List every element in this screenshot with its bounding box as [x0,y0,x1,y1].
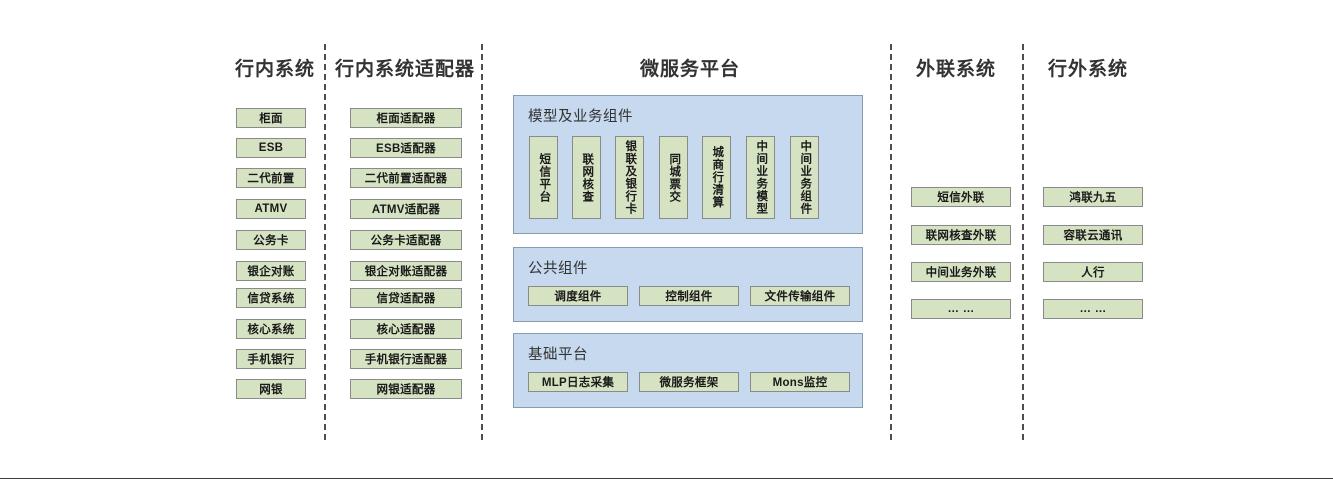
node-adapter-1[interactable]: ESB适配器 [350,138,462,158]
node-in-bank-8[interactable]: 手机银行 [236,349,306,369]
node-external-3[interactable]: … … [911,299,1011,319]
panel-title-public-components: 公共组件 [528,261,588,277]
node-public-0[interactable]: 调度组件 [528,286,628,306]
node-in-bank-7[interactable]: 核心系统 [236,319,306,339]
node-adapter-5[interactable]: 银企对账适配器 [350,261,462,281]
node-model-4[interactable]: 城商行清算 [702,136,731,219]
node-base-2[interactable]: Mons监控 [750,372,850,392]
node-in-bank-6[interactable]: 信贷系统 [236,288,306,308]
column-title-in-bank-systems: 行内系统 [234,59,315,80]
column-title-external-link-systems: 外联系统 [915,59,996,80]
node-adapter-2[interactable]: 二代前置适配器 [350,168,462,188]
node-in-bank-1[interactable]: ESB [236,138,306,158]
node-model-2[interactable]: 银联及银行卡 [615,136,644,219]
node-adapter-9[interactable]: 网银适配器 [350,379,462,399]
node-external-1[interactable]: 联网核查外联 [911,225,1011,245]
column-title-out-of-bank-systems: 行外系统 [1047,59,1128,80]
column-title-microservice-platform: 微服务平台 [639,59,740,80]
node-in-bank-0[interactable]: 柜面 [236,108,306,128]
node-in-bank-9[interactable]: 网银 [236,379,306,399]
node-outbank-0[interactable]: 鸿联九五 [1043,187,1143,207]
node-adapter-0[interactable]: 柜面适配器 [350,108,462,128]
node-public-1[interactable]: 控制组件 [639,286,739,306]
divider-4 [1022,44,1024,440]
node-model-1[interactable]: 联网核查 [572,136,601,219]
node-in-bank-4[interactable]: 公务卡 [236,230,306,250]
node-model-6[interactable]: 中间业务组件 [790,136,819,219]
divider-3 [890,44,892,440]
node-in-bank-5[interactable]: 银企对账 [236,261,306,281]
node-outbank-1[interactable]: 容联云通讯 [1043,225,1143,245]
panel-title-base-platform: 基础平台 [528,347,588,363]
node-base-0[interactable]: MLP日志采集 [528,372,628,392]
node-in-bank-2[interactable]: 二代前置 [236,168,306,188]
panel-title-model-business-components: 模型及业务组件 [528,109,633,125]
node-adapter-8[interactable]: 手机银行适配器 [350,349,462,369]
divider-2 [481,44,483,440]
node-external-2[interactable]: 中间业务外联 [911,262,1011,282]
node-base-1[interactable]: 微服务框架 [639,372,739,392]
node-external-0[interactable]: 短信外联 [911,187,1011,207]
node-in-bank-3[interactable]: ATMV [236,199,306,219]
panel-base-platform: 基础平台 [513,333,863,408]
node-outbank-3[interactable]: … … [1043,299,1143,319]
divider-1 [324,44,326,440]
panel-public-components: 公共组件 [513,247,863,322]
node-public-2[interactable]: 文件传输组件 [750,286,850,306]
node-adapter-3[interactable]: ATMV适配器 [350,199,462,219]
node-outbank-2[interactable]: 人行 [1043,262,1143,282]
node-adapter-6[interactable]: 信贷适配器 [350,288,462,308]
node-model-3[interactable]: 同城票交 [659,136,688,219]
node-adapter-7[interactable]: 核心适配器 [350,319,462,339]
bottom-divider [0,478,1333,479]
node-adapter-4[interactable]: 公务卡适配器 [350,230,462,250]
node-model-5[interactable]: 中间业务模型 [746,136,775,219]
column-title-in-bank-adapters: 行内系统适配器 [334,59,475,80]
node-model-0[interactable]: 短信平台 [529,136,558,219]
